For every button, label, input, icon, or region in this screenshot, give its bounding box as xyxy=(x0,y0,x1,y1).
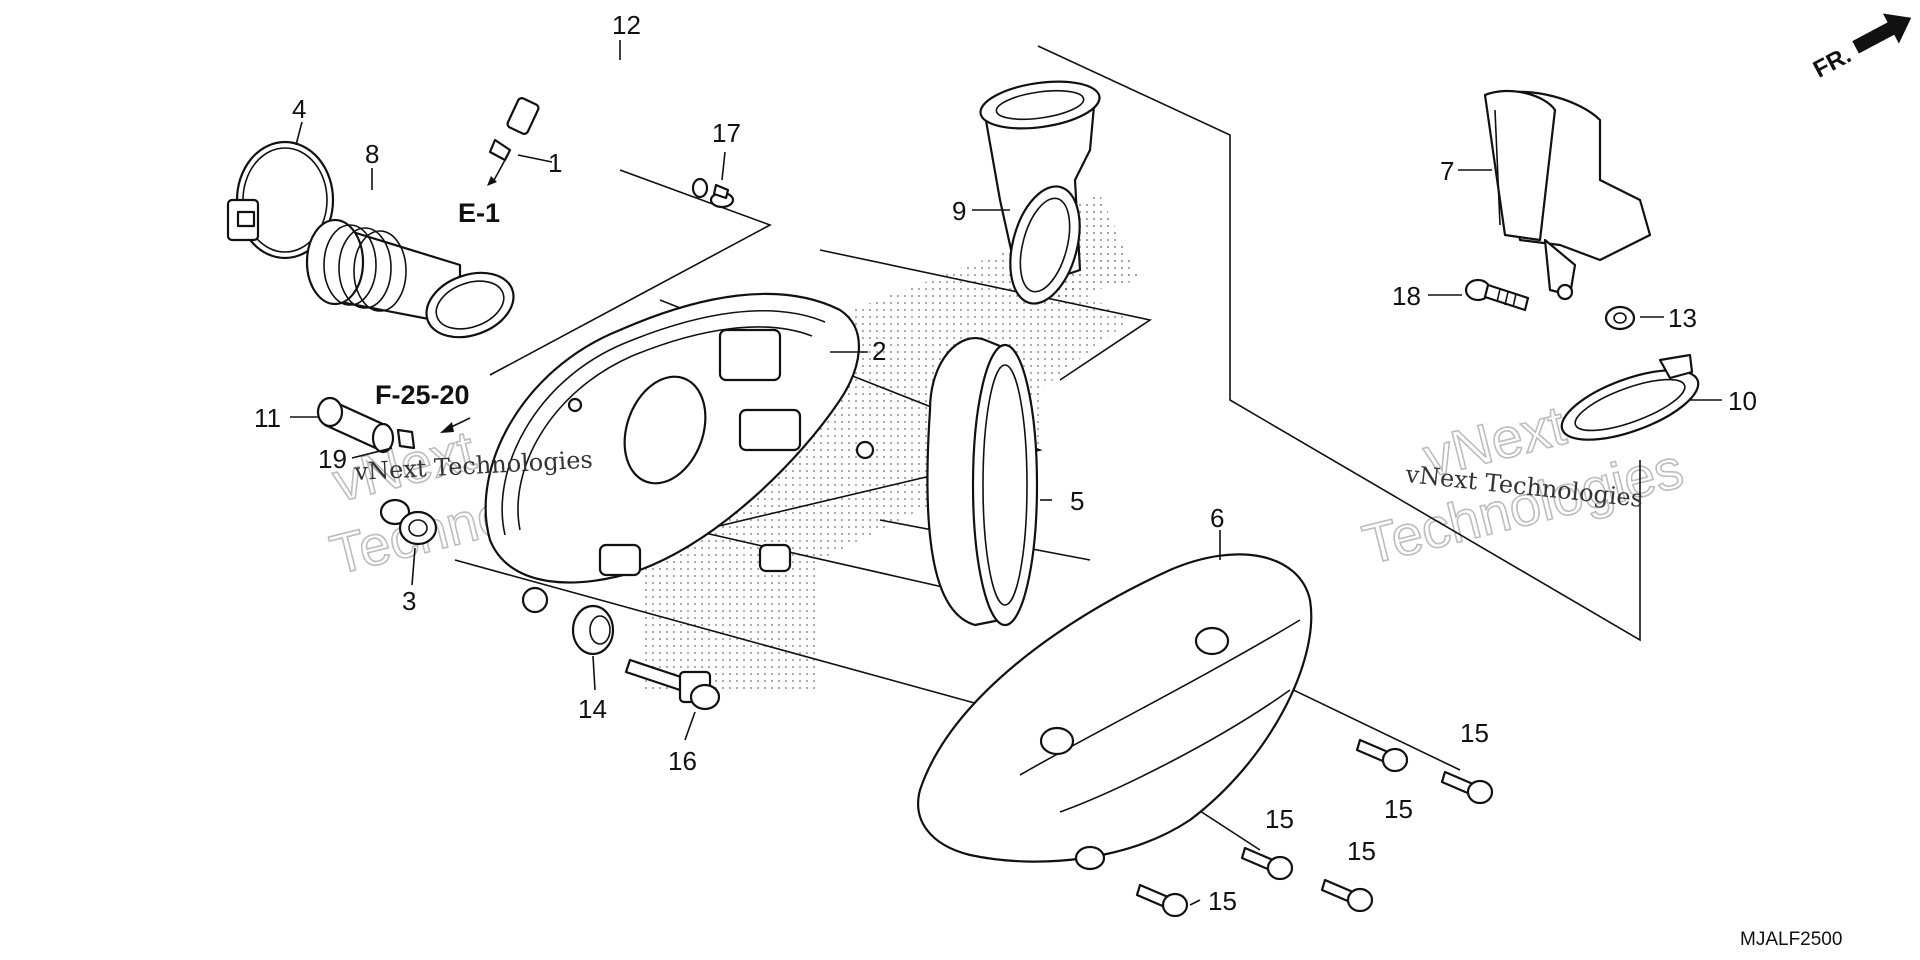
callout-16: 16 xyxy=(668,746,697,776)
snorkel-part-7 xyxy=(1483,89,1652,301)
bolt-part-16 xyxy=(624,658,721,711)
callout-11: 11 xyxy=(254,403,281,433)
clamp-part-17 xyxy=(709,183,735,209)
callout-numbers: 1 2 3 4 5 6 7 8 9 10 11 12 13 14 15 15 1… xyxy=(254,10,1757,916)
callout-3: 3 xyxy=(402,586,416,616)
band-clamp-part-4 xyxy=(226,140,335,260)
callout-8: 8 xyxy=(365,139,379,169)
callout-19: 19 xyxy=(318,444,347,474)
air-cleaner-cover-part-6 xyxy=(917,553,1313,871)
callout-15-c: 15 xyxy=(1265,804,1294,834)
connecting-tube-part-8 xyxy=(305,218,515,339)
bolt-part-15-d xyxy=(1135,883,1189,918)
clip-part-19 xyxy=(396,428,416,450)
front-arrow-icon xyxy=(1852,13,1912,54)
reference-arrow xyxy=(440,422,454,433)
air-cleaner-housing-part-2 xyxy=(484,292,875,614)
seal-part-10 xyxy=(1560,353,1700,441)
callout-14: 14 xyxy=(578,694,607,724)
breather-tube-part xyxy=(506,57,709,199)
callout-13: 13 xyxy=(1668,303,1697,333)
reference-f25-20[interactable]: F-25-20 xyxy=(375,380,470,410)
bolt-part-15-e xyxy=(1320,878,1374,913)
drain-plug-part-11 xyxy=(316,396,395,454)
grommet-part-3 xyxy=(379,498,438,546)
callout-4: 4 xyxy=(292,94,306,124)
callout-9: 9 xyxy=(952,196,966,226)
bolt-part-15-b xyxy=(1440,770,1494,805)
clip-part-1 xyxy=(487,138,512,186)
callout-18: 18 xyxy=(1392,281,1421,311)
callout-15-a: 15 xyxy=(1460,718,1489,748)
callout-12: 12 xyxy=(612,10,641,40)
callout-17: 17 xyxy=(712,118,741,148)
callout-6: 6 xyxy=(1210,503,1224,533)
callout-1: 1 xyxy=(548,148,562,178)
reference-e1[interactable]: E-1 xyxy=(458,198,500,228)
callout-2: 2 xyxy=(872,336,886,366)
callout-leaders xyxy=(290,40,1722,906)
bolt-part-15-c xyxy=(1240,846,1294,881)
callout-15-b: 15 xyxy=(1384,794,1413,824)
front-label: FR. xyxy=(1809,42,1856,84)
grommet-part-14 xyxy=(571,604,615,656)
nut-part-13 xyxy=(1604,305,1636,331)
bolt-part-15-a xyxy=(1355,738,1409,773)
callout-10: 10 xyxy=(1728,386,1757,416)
callout-7: 7 xyxy=(1440,156,1454,186)
filter-element-part-5 xyxy=(926,337,1039,627)
callout-5: 5 xyxy=(1070,486,1084,516)
front-direction-indicator: FR. xyxy=(1809,13,1912,84)
intake-duct-part-9 xyxy=(979,80,1101,305)
diagram-code: MJALF2500 xyxy=(1740,929,1842,950)
callout-15-d: 15 xyxy=(1347,836,1376,866)
screw-part-18 xyxy=(1464,278,1530,312)
callout-15-e: 15 xyxy=(1208,886,1237,916)
